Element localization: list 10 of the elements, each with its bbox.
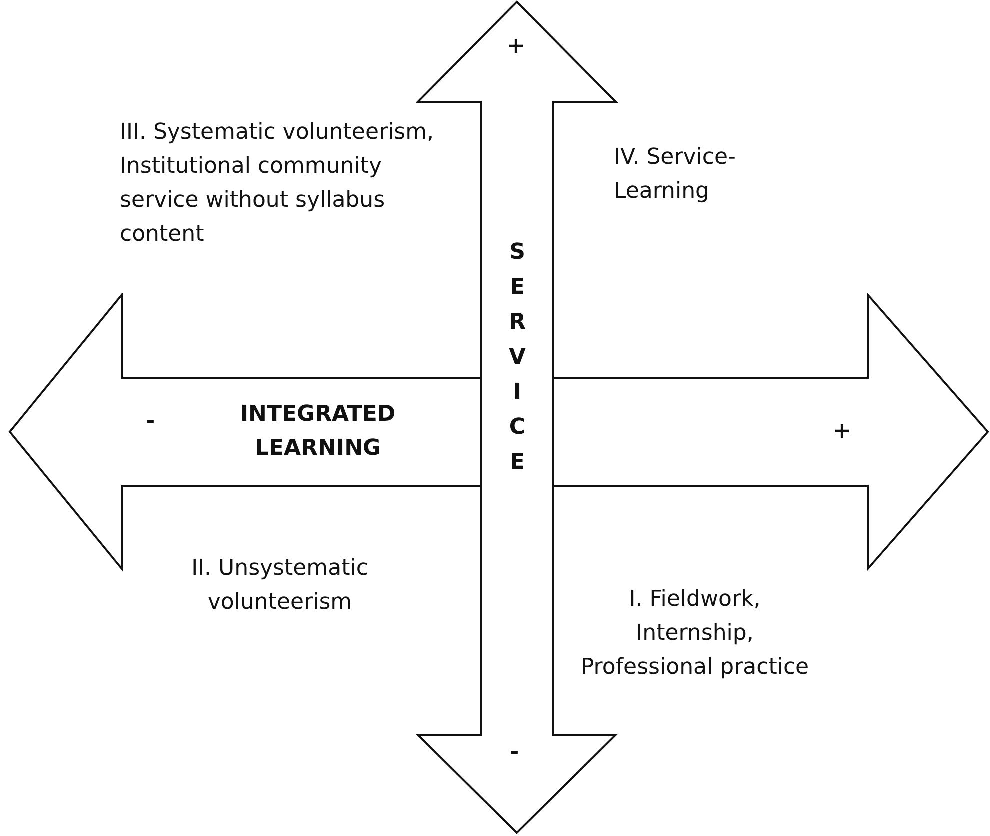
quadrant-label: III. Systematic volunteerism, Institutional community service without syllabus content bbox=[120, 119, 436, 249]
axis-sign: + bbox=[833, 418, 852, 446]
axis-sign: + bbox=[507, 33, 526, 61]
axis-label: INTEGRATED LEARNING bbox=[239, 401, 397, 463]
axis-label: SERVICE bbox=[504, 240, 531, 485]
quadrant-label: II. Unsystematic volunteerism bbox=[190, 555, 370, 617]
quadrant-label: I. Fieldwork, Internship, Professional practice bbox=[580, 586, 810, 682]
axis-sign: - bbox=[146, 408, 156, 436]
quadrant-label: IV. Service-Learning bbox=[614, 144, 737, 206]
axis-sign: - bbox=[510, 739, 520, 767]
